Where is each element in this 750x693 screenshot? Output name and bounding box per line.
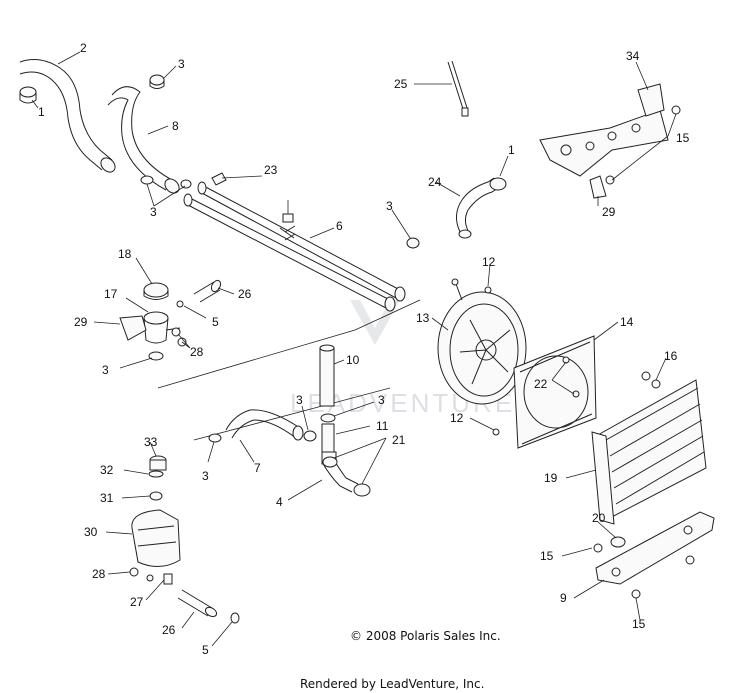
clamps-3-center[interactable] (303, 413, 336, 442)
hose-24[interactable] (456, 177, 499, 239)
callout-26-top: 26 (238, 287, 252, 301)
bracket-29-left[interactable] (119, 315, 147, 341)
callout-14: 14 (620, 315, 634, 329)
fan-shroud-14[interactable] (513, 335, 597, 449)
hose-2[interactable] (19, 59, 118, 175)
radiator-19[interactable] (591, 379, 707, 525)
callout-21: 21 (392, 433, 406, 447)
callout-1-left: 1 (38, 105, 45, 119)
bolts-15-bottom[interactable] (593, 543, 695, 599)
callout-19: 19 (544, 471, 558, 485)
callout-28-bottom: 28 (92, 567, 106, 581)
screws-12[interactable] (484, 286, 500, 436)
hose-10[interactable] (319, 344, 335, 407)
callout-4: 4 (276, 495, 283, 509)
reservoir-30[interactable] (131, 509, 181, 567)
clamp-1-left[interactable] (19, 86, 37, 104)
callout-24: 24 (428, 175, 442, 189)
callout-11: 11 (376, 419, 389, 433)
callout-27: 27 (130, 595, 144, 609)
callout-34: 34 (626, 49, 640, 63)
bolts-16[interactable] (641, 371, 661, 389)
clamp-3-mid[interactable] (406, 237, 420, 249)
callout-10: 10 (346, 353, 360, 367)
hose-7[interactable] (225, 409, 304, 441)
callout-1-right: 1 (508, 143, 515, 157)
callout-16: 16 (664, 349, 678, 363)
leader-lines (31, 51, 677, 647)
callout-12-top: 12 (482, 255, 496, 269)
rendered-by-text: Rendered by LeadVenture, Inc. (300, 677, 484, 691)
bracket-34[interactable] (539, 83, 669, 199)
callout-12-bottom: 12 (450, 411, 464, 425)
callout-28-top: 28 (190, 345, 204, 359)
callout-30: 30 (84, 525, 98, 539)
callout-3-mid: 3 (386, 199, 393, 213)
grommets-22[interactable] (562, 356, 580, 398)
callout-9: 9 (560, 591, 567, 605)
callout-5-top: 5 (212, 315, 219, 329)
clamp-3-left[interactable] (148, 351, 164, 361)
callout-18: 18 (118, 247, 132, 261)
hose-11[interactable] (321, 423, 335, 453)
callout-3-top: 3 (178, 57, 185, 71)
callout-15-top: 15 (676, 131, 690, 145)
callout-5-bottom: 5 (202, 643, 209, 657)
callout-31: 31 (100, 491, 114, 505)
cap-33[interactable] (149, 455, 167, 471)
callout-22: 22 (534, 377, 548, 391)
callout-3-center: 3 (296, 393, 303, 407)
callout-15-left: 15 (540, 549, 554, 563)
fan-assembly-13[interactable] (437, 278, 527, 405)
bolts-15-top[interactable] (605, 105, 681, 185)
callout-2: 2 (80, 41, 87, 55)
hose-26-bottom[interactable] (177, 589, 218, 618)
fitting-28-bottom[interactable] (129, 567, 154, 582)
clamp-3-pair[interactable] (140, 175, 192, 189)
fitting-27[interactable] (163, 573, 173, 585)
ring-5-top[interactable] (176, 300, 184, 308)
callout-17: 17 (104, 287, 118, 301)
callout-23: 23 (264, 163, 278, 177)
callout-33: 33 (144, 435, 158, 449)
callout-32: 32 (100, 463, 114, 477)
callout-13: 13 (416, 311, 430, 325)
callout-8: 8 (172, 119, 179, 133)
seal-32[interactable] (148, 470, 164, 478)
callout-26-bottom: 26 (162, 623, 176, 637)
callout-labels: 2 1 3 8 3 23 6 25 1 24 3 34 15 29 18 17 … (38, 41, 690, 657)
callout-29-left: 29 (74, 315, 88, 329)
callout-25: 25 (394, 77, 408, 91)
copyright-text: © 2008 Polaris Sales Inc. (350, 629, 501, 643)
hose-8[interactable] (107, 86, 182, 196)
callout-3-center-right: 3 (378, 393, 385, 407)
clamps-21[interactable] (322, 456, 371, 497)
bracket-9[interactable] (595, 511, 715, 585)
clamp-1-right[interactable] (489, 177, 507, 191)
callout-15-bottom: 15 (632, 617, 646, 631)
callout-3-left: 3 (102, 363, 109, 377)
callout-7: 7 (254, 461, 261, 475)
callout-20: 20 (592, 511, 606, 525)
callout-6: 6 (336, 219, 343, 233)
clamp-3-top[interactable] (149, 74, 165, 89)
rod-25[interactable] (447, 60, 469, 117)
pipe-assembly-6[interactable] (183, 181, 406, 312)
filler-neck-17[interactable] (143, 311, 181, 344)
callout-3-bottom-left: 3 (202, 469, 209, 483)
neck-31[interactable] (149, 491, 163, 501)
hose-26-top[interactable] (193, 279, 222, 303)
callout-29-right: 29 (602, 205, 616, 219)
ring-5-bottom[interactable] (230, 612, 240, 624)
pressure-cap-18[interactable] (143, 282, 169, 300)
callout-3-pair: 3 (150, 205, 157, 219)
bolt-23[interactable] (211, 172, 294, 223)
clamp-3-bottom-left[interactable] (208, 433, 222, 443)
bushing-20[interactable] (610, 536, 626, 548)
